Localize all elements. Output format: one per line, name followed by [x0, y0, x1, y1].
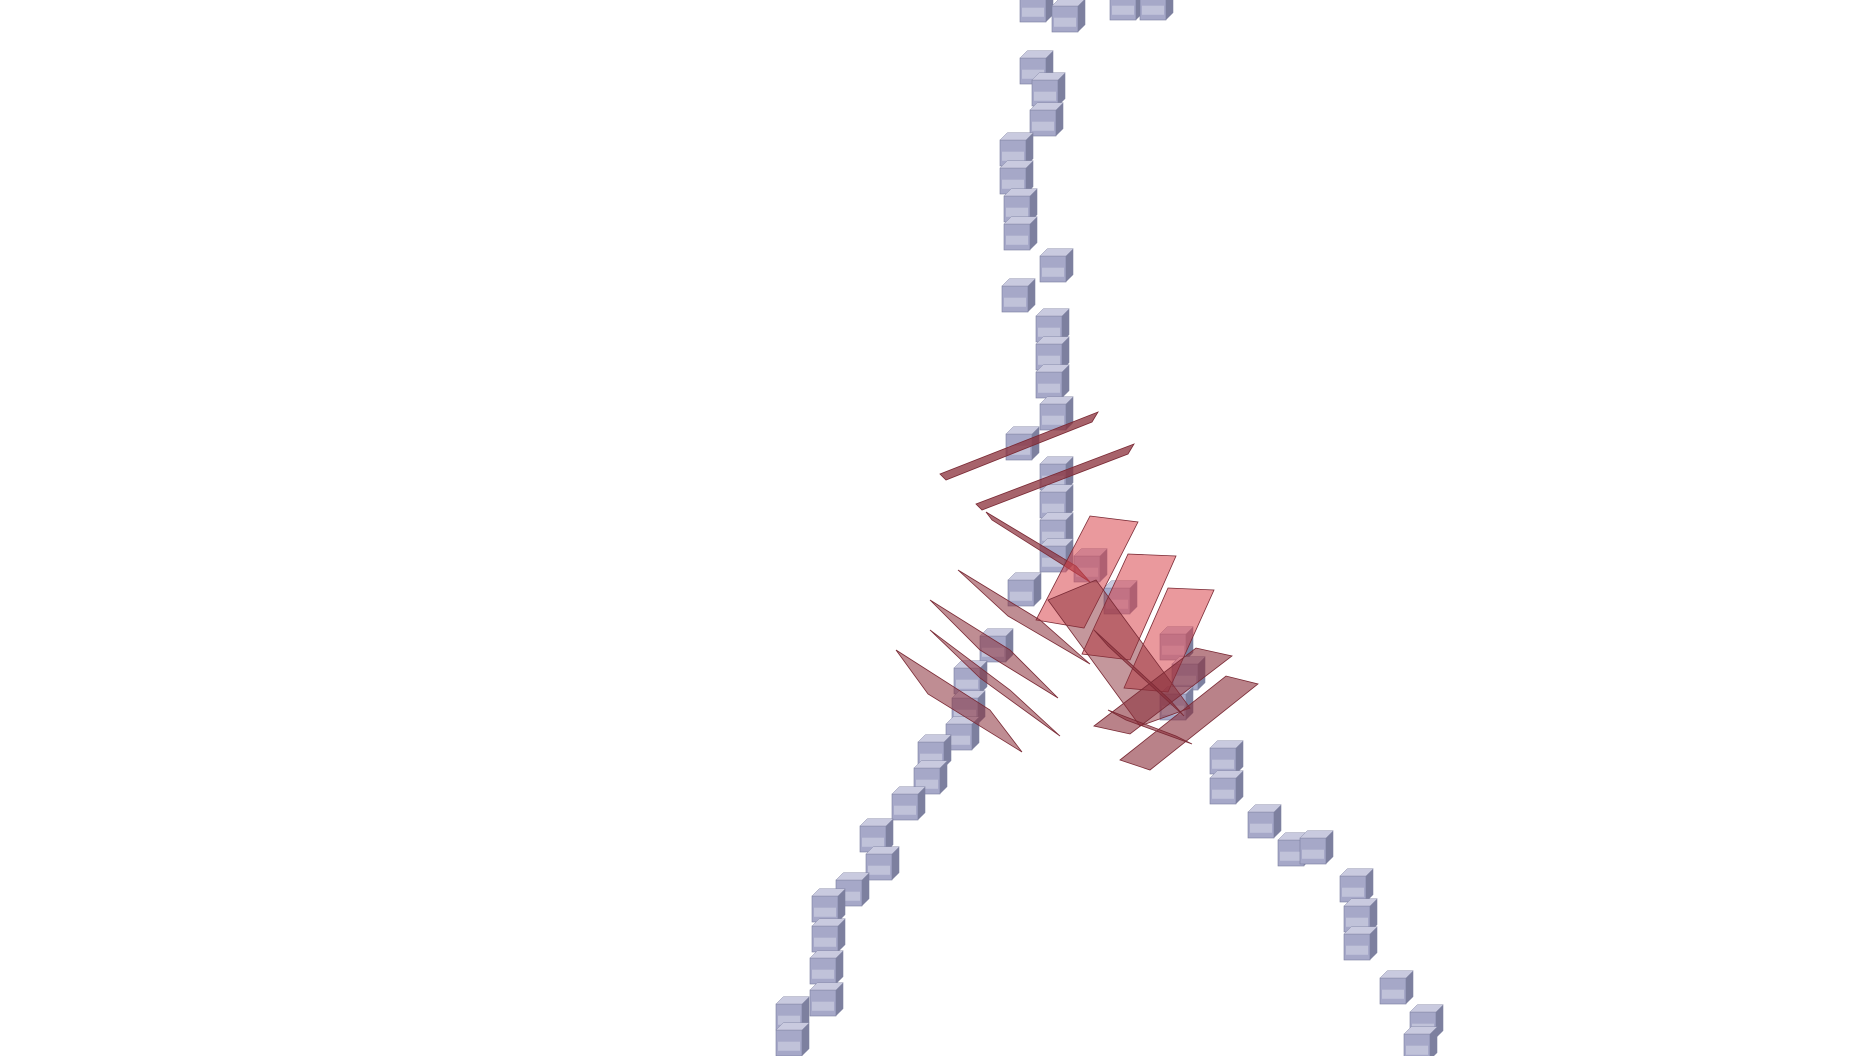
right-chain-voxel-10: [1403, 1026, 1438, 1056]
top-chain-voxel-6: [1029, 102, 1064, 137]
plane-11: [1093, 647, 1233, 735]
left-chain-voxel-8: [865, 846, 900, 881]
top-chain-voxel-23: [1007, 572, 1042, 607]
right-chain-voxel-2: [1247, 804, 1282, 839]
top-chain-voxel-15: [1035, 364, 1070, 399]
left-chain-voxel-11: [811, 918, 846, 953]
plane-8: [929, 599, 1059, 699]
plane-10: [895, 649, 1023, 753]
top-chain-voxel-10: [1003, 216, 1038, 251]
plane-7: [957, 569, 1091, 665]
left-chain-voxel-7: [859, 818, 894, 853]
left-chain-voxel-15: [775, 1022, 810, 1056]
plane-1: [975, 443, 1135, 511]
top-chain-voxel-13: [1035, 308, 1070, 343]
left-chain-voxel-5: [913, 760, 948, 795]
left-chain-voxel-13: [809, 982, 844, 1017]
plane-13: [1107, 709, 1193, 745]
top-chain-voxel-16: [1039, 396, 1074, 431]
left-chain-voxel-12: [809, 950, 844, 985]
top-chain-voxel-11: [1039, 248, 1074, 283]
right-chain-voxel-8: [1379, 970, 1414, 1005]
right-chain-voxel-0: [1209, 740, 1244, 775]
right-chain-voxel-7: [1343, 926, 1378, 961]
top-chain-voxel-5: [1031, 72, 1066, 107]
left-chain-voxel-10: [811, 888, 846, 923]
right-chain-voxel-5: [1339, 868, 1374, 903]
top-chain-voxel-7: [999, 132, 1034, 167]
plane-12: [1119, 675, 1259, 771]
top-chain-voxel-0: [1019, 0, 1054, 23]
plane-0: [939, 411, 1099, 481]
plane-9: [929, 629, 1061, 737]
left-chain-voxel-6: [891, 786, 926, 821]
right-chain-voxel-1: [1209, 770, 1244, 805]
top-chain-voxel-1: [1051, 0, 1086, 33]
right-chain-voxel-4: [1299, 830, 1334, 865]
plane-cluster: [895, 411, 1259, 771]
top-chain-voxel-3: [1139, 0, 1174, 21]
plane-14: [1093, 629, 1185, 717]
top-chain-voxel-12: [1001, 278, 1036, 313]
top-chain-voxel-2: [1109, 0, 1144, 21]
top-chain-voxel-14: [1035, 336, 1070, 371]
